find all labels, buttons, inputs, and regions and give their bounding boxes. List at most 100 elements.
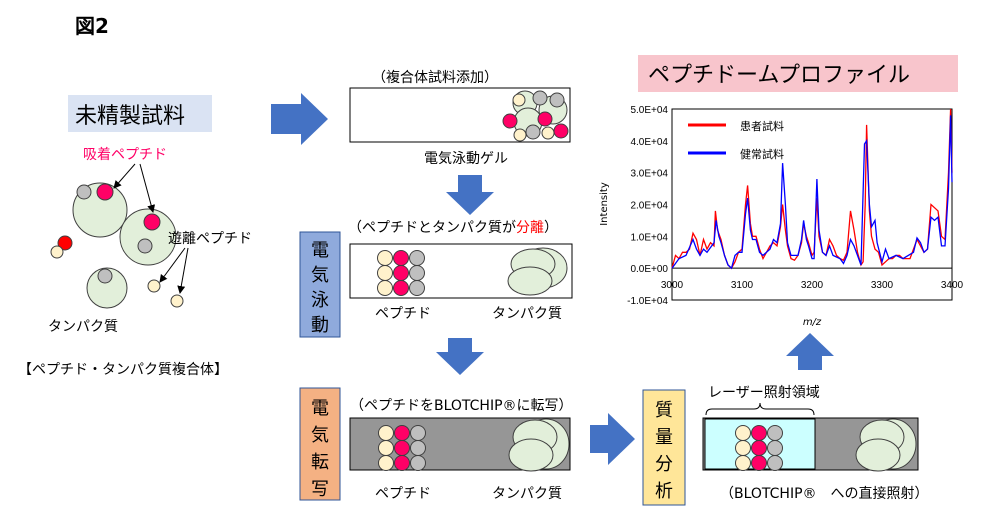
peptide-circle: [767, 455, 783, 471]
complex-illustration: [50, 182, 184, 309]
brace-icon: [705, 402, 815, 416]
svg-text:転: 転: [311, 452, 329, 473]
peptide-label: ペプチド: [375, 306, 431, 322]
protein-label: タンパク質: [492, 486, 562, 502]
peptide-gray: [76, 184, 92, 200]
direct-irradiation-caption: （BLOTCHIP® への直接照射）: [720, 485, 929, 502]
peptide-red: [96, 183, 114, 201]
electrophoresis-label-box: [299, 231, 341, 338]
peptide-circle: [410, 440, 426, 456]
legend-label-healthy: 健常試料: [740, 147, 784, 161]
peptide-circle: [393, 250, 409, 266]
peptide-circle: [751, 455, 767, 471]
laser-area-label: レーザー照射領域: [708, 384, 820, 401]
complex-caption: 【ペプチド・タンパク質複合体】: [18, 361, 228, 378]
peptide-circle: [394, 440, 410, 456]
peptide-circle: [377, 250, 393, 266]
gel-caption-top: （複合体試料添加）: [372, 69, 498, 86]
arrow-right-icon: [271, 93, 328, 145]
peptide-label: ペプチド: [375, 486, 431, 502]
mass-spec-vertical-label: 質量 分析: [655, 400, 673, 502]
peptide-red: [143, 213, 161, 231]
peptide-circle: [409, 265, 425, 281]
transfer-label-box: [299, 387, 341, 501]
peptide-circle: [409, 250, 425, 266]
peptide-circle: [410, 425, 426, 441]
protein-circle: [86, 267, 128, 309]
peptide-circle: [394, 455, 410, 471]
peptide-circle: [735, 455, 751, 471]
y-tick-label: 0.0E+00: [630, 264, 668, 275]
svg-text:泳: 泳: [311, 290, 329, 311]
x-tick-label: 3400: [941, 280, 964, 291]
arrow-right-icon: [590, 413, 635, 465]
peptide-circle: [767, 425, 783, 441]
mass-spec-label-box: [642, 389, 686, 506]
svg-text:気: 気: [311, 265, 329, 286]
peptide-band-grid: [735, 425, 783, 471]
x-tick-label: 3000: [661, 280, 684, 291]
y-tick-label: 4.0E+04: [630, 137, 668, 148]
crude-sample-title: 未精製試料: [75, 104, 185, 129]
peptide-circle: [393, 265, 409, 281]
gel-sample-cluster: [502, 90, 569, 142]
svg-text:質: 質: [655, 400, 673, 421]
x-tick-label: 3200: [801, 280, 824, 291]
electrophoresis-vertical-label: 電気 泳動: [311, 240, 329, 336]
peptide-circle: [394, 425, 410, 441]
peptide-circle: [767, 440, 783, 456]
svg-text:写: 写: [311, 479, 329, 500]
svg-text:動: 動: [311, 315, 329, 336]
protein-band: [508, 418, 570, 472]
x-axis-label: m/z: [803, 317, 822, 328]
peptide-gray: [137, 238, 153, 254]
figure-label: 図2: [75, 14, 109, 38]
transfer-vertical-label: 電気 転写: [311, 398, 329, 500]
protein-label: タンパク質: [48, 319, 118, 335]
arrow-down-icon: [446, 175, 494, 215]
legend-label-patient: 患者試料: [740, 119, 784, 133]
peptide-band-grid: [377, 250, 425, 296]
x-tick-label: 3300: [871, 280, 894, 291]
peptide-circle: [735, 440, 751, 456]
arrow-up-icon: [786, 333, 834, 370]
free-peptide-label: 遊離ペプチド: [168, 230, 252, 247]
separation-caption: （ペプチドとタンパク質が分離）: [348, 219, 558, 236]
profile-title-box: [638, 55, 958, 92]
x-tick-label: 3100: [731, 280, 754, 291]
mass-spectrum-chart: 5.0E+044.0E+043.0E+042.0E+041.0E+040.0E+…: [599, 105, 964, 328]
y-tick-label: 2.0E+04: [630, 201, 668, 212]
pointer-arrows: [113, 163, 189, 294]
peptide-circle: [735, 425, 751, 441]
y-axis-label: Intensity: [599, 182, 610, 226]
transfer-caption: （ペプチドをBLOTCHIP®に転写）: [350, 398, 573, 414]
peptide-circle: [410, 455, 426, 471]
peptide-circle: [377, 265, 393, 281]
peptide-circle: [377, 280, 393, 296]
svg-text:析: 析: [655, 481, 673, 502]
svg-text:電: 電: [311, 398, 329, 419]
svg-text:分: 分: [655, 454, 673, 475]
crude-sample-box: [68, 95, 212, 132]
peptide-circle: [751, 425, 767, 441]
peptide-cream: [50, 245, 64, 259]
y-tick-label: 1.0E+04: [630, 232, 668, 243]
peptide-cream: [147, 279, 161, 293]
protein-label: タンパク質: [492, 306, 562, 322]
profile-title: ペプチドームプロファイル: [648, 63, 910, 88]
adsorbed-peptide-label: 吸着ペプチド: [83, 147, 167, 163]
svg-text:電: 電: [311, 240, 329, 261]
protein-band: [855, 418, 917, 472]
peptide-circle: [378, 440, 394, 456]
gel-caption-bottom: 電気泳動ゲル: [424, 151, 508, 167]
peptide-circle: [751, 440, 767, 456]
plot-area: [671, 108, 953, 301]
peptide-circle: [378, 425, 394, 441]
peptide-red: [57, 235, 73, 251]
peptide-gray: [97, 268, 113, 284]
y-tick-label: -1.0E+04: [627, 296, 668, 307]
peptide-circle: [409, 280, 425, 296]
y-tick-label: 3.0E+04: [630, 169, 668, 180]
